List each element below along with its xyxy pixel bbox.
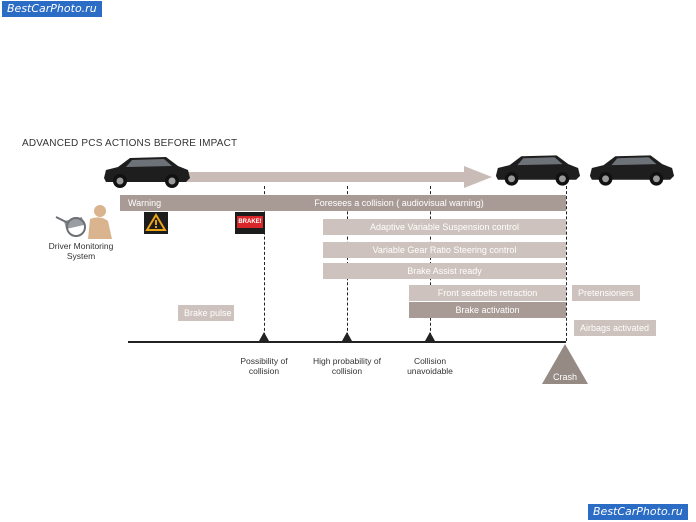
airbags-activated-box: Airbags activated — [574, 320, 656, 336]
suv-car-middle — [495, 155, 581, 186]
watermark-bottom: BestCarPhoto.ru — [588, 504, 688, 520]
progress-arrow — [180, 166, 492, 188]
crash-label: Crash — [552, 372, 577, 382]
brake-alert-icon: BRAKE! — [235, 212, 265, 234]
dash-line-crash — [566, 186, 567, 341]
warning-triangle-icon — [144, 212, 168, 234]
vgrs-control-bar: Variable Gear Ratio Steering control — [323, 242, 566, 258]
warning-bar: Warning — [120, 195, 232, 211]
crash-triangle-icon — [542, 344, 588, 384]
driver-monitoring-label: Driver Monitoring System — [48, 241, 114, 261]
seatbelts-retraction-bar: Front seatbelts retraction — [409, 285, 566, 301]
diagram-title: ADVANCED PCS ACTIONS BEFORE IMPACT — [22, 138, 238, 149]
suv-car-right — [589, 155, 675, 186]
driver-monitoring-icon — [55, 205, 112, 239]
marker-possibility — [259, 332, 269, 341]
marker-unavoidable — [425, 332, 435, 341]
marker-high-probability — [342, 332, 352, 341]
dash-line-possibility — [264, 186, 265, 341]
pretensioners-box: Pretensioners — [572, 285, 640, 301]
brake-assist-bar: Brake Assist ready — [323, 263, 566, 279]
brake-alert-text: BRAKE! — [237, 216, 263, 228]
foresees-collision-bar: Foresees a collision ( audiovisual warni… — [232, 195, 566, 211]
brake-activation-bar: Brake activation — [409, 302, 566, 318]
collision-unavoidable-label: Collision unavoidable — [407, 356, 453, 376]
watermark-top: BestCarPhoto.ru — [2, 1, 102, 17]
timeline-axis — [128, 341, 566, 343]
high-probability-label: High probability of collision — [312, 356, 382, 376]
suv-car-left — [104, 157, 190, 188]
avs-control-bar: Adaptive Variable Suspension control — [323, 219, 566, 235]
possibility-of-collision-label: Possibility of collision — [240, 356, 288, 376]
brake-pulse-box: Brake pulse — [178, 305, 234, 321]
